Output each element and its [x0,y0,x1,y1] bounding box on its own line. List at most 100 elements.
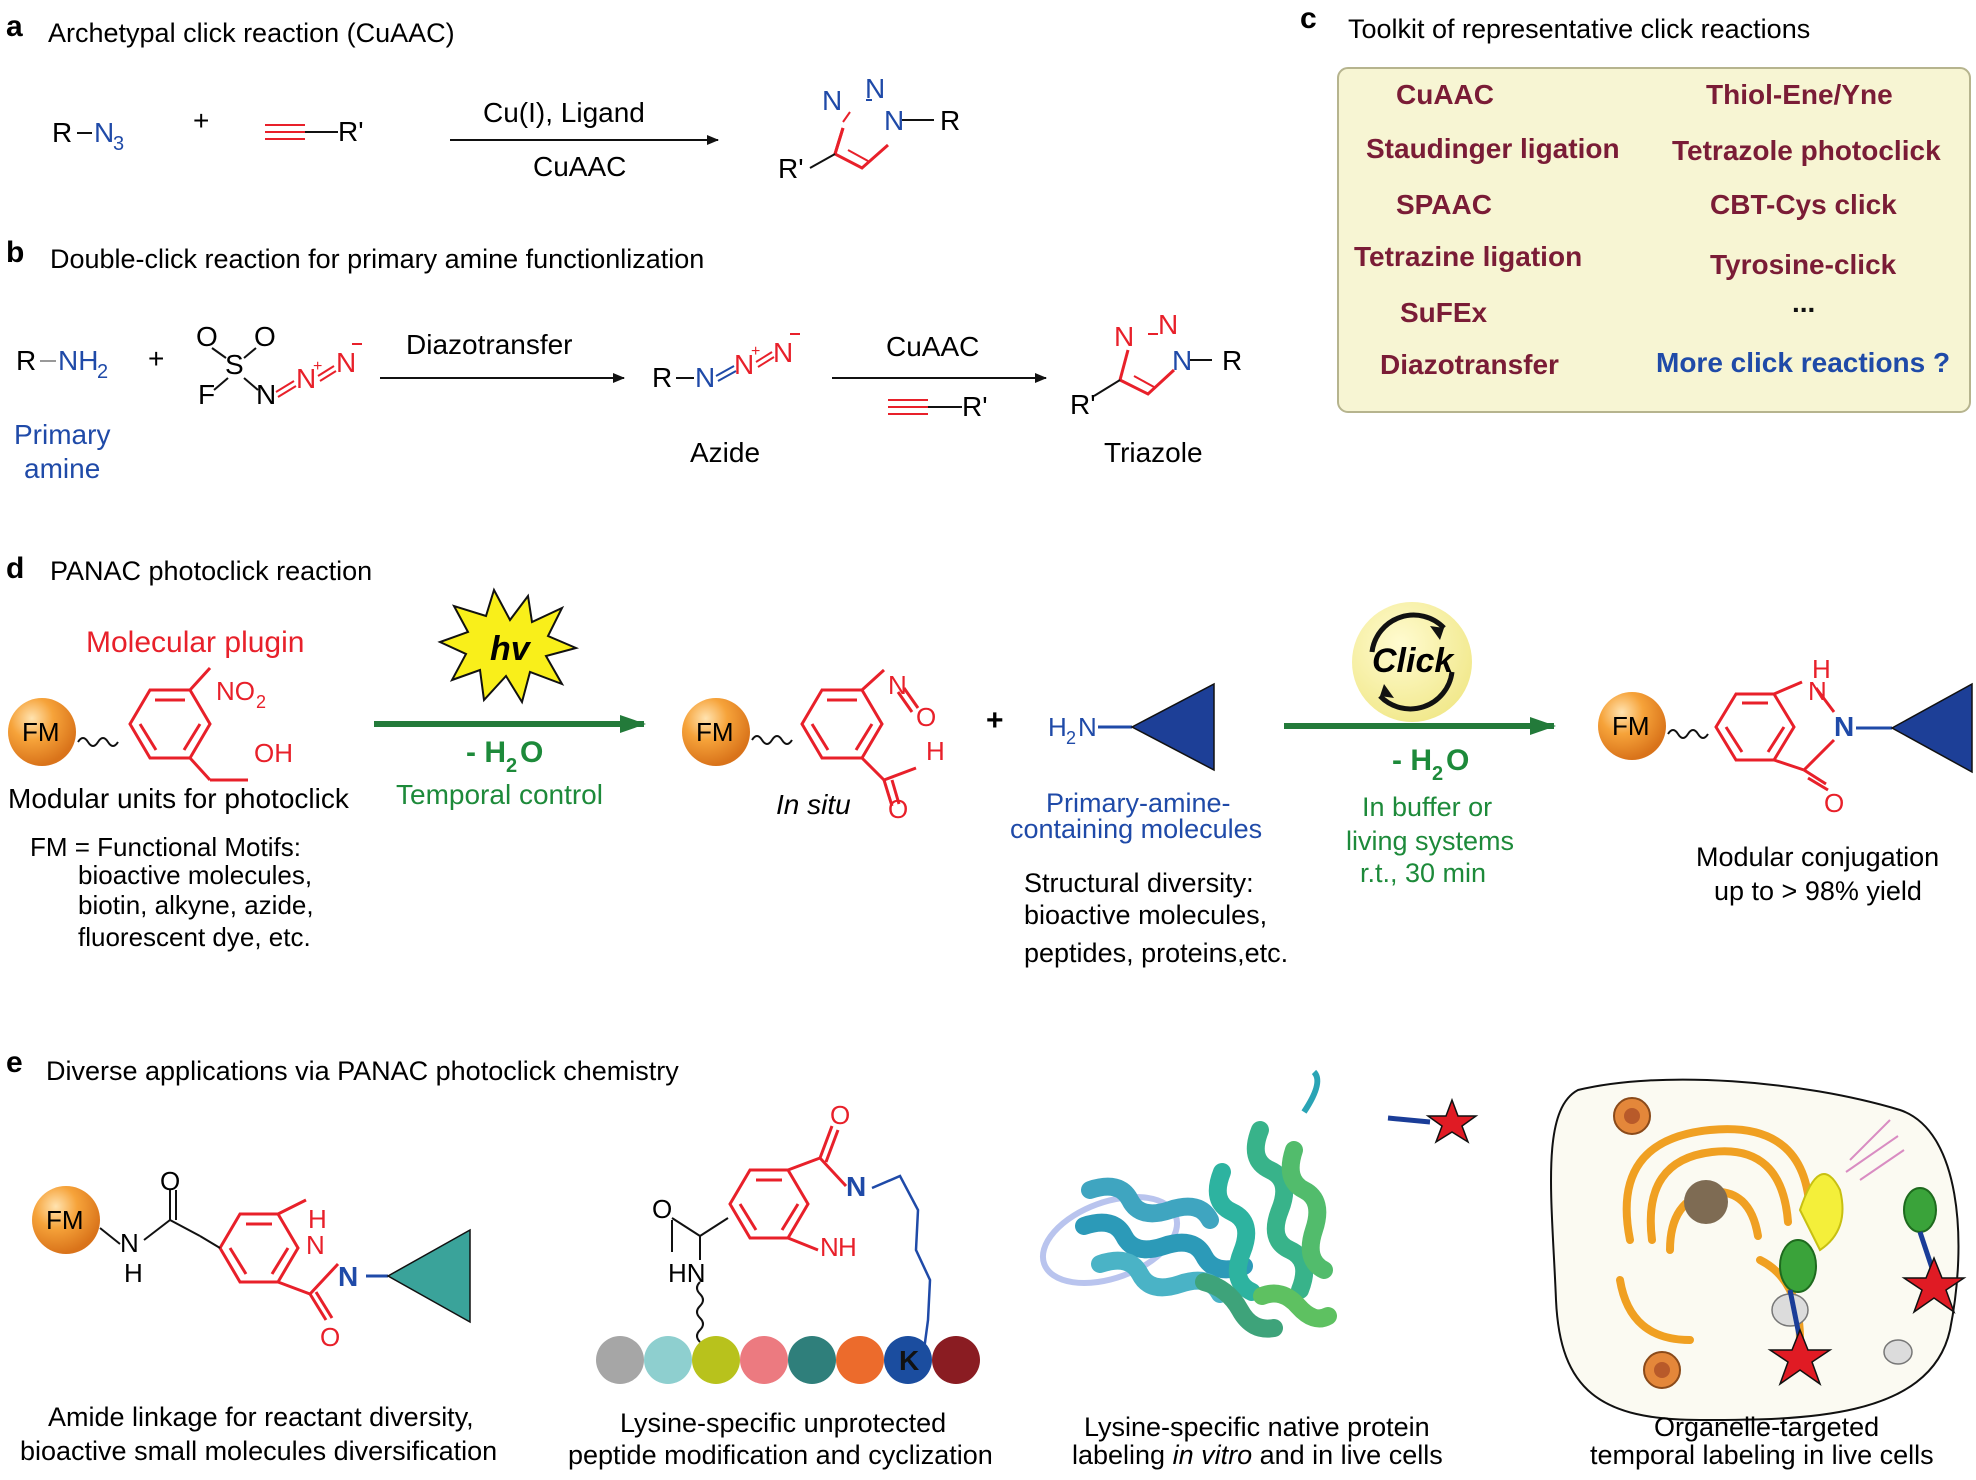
primary-amine-label-1: Primary [14,419,110,450]
no2-sub: 2 [256,692,266,712]
triazole-b-N2: N [1158,309,1178,340]
panel-d-title: PANAC photoclick reaction [50,556,372,586]
amine-molecule-triangle [1130,682,1215,772]
product-N2: N [1834,711,1854,742]
reagent-N3: N [336,347,356,378]
conditions-1: living systems [1346,826,1514,856]
fm-sphere-4 [32,1186,100,1254]
product-triangle [1890,682,1973,774]
azide-R: R [52,117,72,148]
panel-e: e Diverse applications via PANAC photocl… [6,1046,1967,1470]
panel-a-letter: a [6,10,23,43]
app3-caption-1b: in vitro [1173,1440,1253,1470]
plus-b: + [148,343,164,374]
toolkit-box [1337,67,1971,413]
panel-b: b Double-click reaction for primary amin… [6,236,1242,484]
fm-sphere-1 [8,698,76,766]
minus-h2o-2a: - H [1392,744,1432,777]
modular-conj-1: Modular conjugation [1696,842,1939,872]
minus-h2o-1b: O [520,736,543,769]
app3-caption-1: labeling in vitro and in live cells [1072,1440,1443,1470]
peptide-bead [836,1336,884,1384]
protein-illustration [1039,1069,1479,1338]
panel-b-title: Double-click reaction for primary amine … [50,244,704,274]
panel-a-title: Archetypal click reaction (CuAAC) [48,18,455,48]
app4-caption-1: temporal labeling in live cells [1590,1440,1934,1470]
peptide-bead [932,1336,980,1384]
triazole-R2: R' [778,153,804,184]
reagent-N2: N [296,363,316,394]
amine-molecules-2: containing molecules [1010,814,1262,844]
reagent-O2: O [254,321,276,352]
toolkit-item-left: Diazotransfer [1380,349,1559,380]
reagent-O1: O [196,321,218,352]
pep-NH: N [820,1232,839,1262]
structural-0: Structural diversity: [1024,868,1254,898]
primary-amine-label-2: amine [24,453,100,484]
triazole-product-b [1093,333,1212,397]
nitroso-N: N [888,670,907,700]
temporal-control: Temporal control [396,779,603,810]
toolkit-item-right: CBT-Cys click [1710,189,1897,220]
app1-structure: FM [32,1186,471,1324]
azide-N-sub: 3 [113,133,124,155]
app4-caption-0: Organelle-targeted [1654,1412,1879,1442]
triazole-N3: N [884,105,904,136]
svg-text:+: + [751,343,760,360]
alkyne-b [888,399,962,415]
aldehyde-O: O [888,794,908,824]
triazole-N1: N [822,85,842,116]
in-situ-label: In situ [776,789,851,820]
h2n-H: H [1048,712,1067,742]
reagent-N: N [256,379,276,410]
svg-text:+: + [313,358,322,375]
structural-2: peptides, proteins,etc. [1024,938,1288,968]
modular-units-label: Modular units for photoclick [8,783,350,814]
azide-b-R: R [652,362,672,393]
panel-c-letter: c [1300,2,1317,35]
app3-caption-1c: and in live cells [1252,1440,1443,1470]
toolkit-item-right: Tetrazole photoclick [1672,135,1941,166]
pep-top-O: O [830,1100,850,1130]
fm-sphere-2 [682,698,750,766]
product-O: O [1824,788,1844,818]
app1-triangle [386,1228,471,1324]
amide-O: O [160,1166,180,1196]
triazole-b-N3: N [1172,345,1192,376]
toolkit-item-right: Thiol-Ene/Yne [1706,79,1893,110]
arrow-a-bottom: CuAAC [533,151,626,182]
amine-molecules-1: Primary-amine- [1046,788,1231,818]
lysine-label: K [899,1345,919,1376]
triazole-label: Triazole [1104,437,1203,468]
app1-caption-0: Amide linkage for reactant diversity, [48,1402,474,1432]
conditions-2: r.t., 30 min [1360,858,1486,888]
toolkit-item-left: Tetrazine ligation [1354,241,1582,272]
panel-d-letter: d [6,552,24,585]
minus-h2o-1sub: 2 [506,755,517,777]
minus-h2o-1a: - H [466,736,506,769]
pep-H: H [838,1232,857,1262]
molecular-plugin-label: Molecular plugin [86,626,304,659]
fm-sphere-3 [1598,692,1666,760]
app1-caption-1: bioactive small molecules diversificatio… [20,1436,497,1466]
fm-label-2: FM [696,717,734,747]
fm-def-1: bioactive molecules, [78,860,312,890]
product-H: H [1812,654,1831,684]
panel-c: c Toolkit of representative click reacti… [1300,2,1971,413]
toolkit-item-left: SPAAC [1396,189,1492,220]
fm-label-4: FM [46,1205,84,1235]
fm-def-2: biotin, alkyne, azide, [78,890,314,920]
plus-d: + [986,704,1004,737]
arrow-a-top: Cu(I), Ligand [483,97,645,128]
reagent-F: F [198,379,215,410]
triazole-b-R2: R' [1070,389,1096,420]
panel-e-letter: e [6,1046,23,1079]
peptide-bead [740,1336,788,1384]
toolkit-item-left: SuFEx [1400,297,1488,328]
amine-NH-sub: 2 [97,361,108,383]
app1-ring-H: H [308,1204,327,1234]
toolkit-item-left: CuAAC [1396,79,1494,110]
app2-structure [671,1125,932,1351]
minus-h2o-2b: O [1446,744,1469,777]
